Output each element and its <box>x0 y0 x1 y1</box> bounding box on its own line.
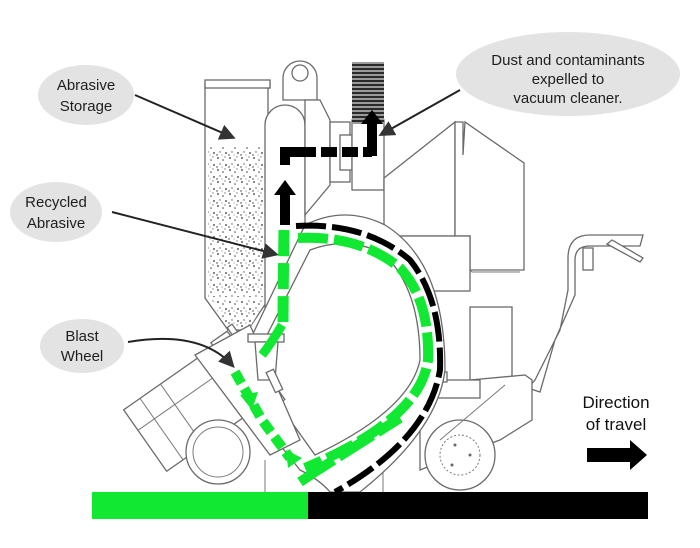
callout-pointer <box>134 94 236 140</box>
callout-text: Abrasive <box>57 77 115 94</box>
callout-text: Wheel <box>61 348 104 365</box>
green-flow-feed <box>258 322 286 358</box>
vacuum-hose <box>352 62 384 124</box>
throttle-cylinder <box>582 247 594 271</box>
right-body-wedge <box>383 120 456 237</box>
dust-flow <box>274 110 444 495</box>
callout-text: Recycled <box>25 194 87 211</box>
arrow-right-icon <box>587 440 647 470</box>
callout-abrasive-storage: Abrasive Storage <box>38 65 236 140</box>
wheel-bolt <box>450 463 454 467</box>
callout-bubble <box>456 32 680 116</box>
callout-pointer <box>378 89 461 136</box>
control-box <box>469 306 513 384</box>
handle-lever <box>605 239 644 263</box>
green-arrowhead <box>286 450 302 468</box>
blasted-surface <box>92 492 308 519</box>
feed-spout <box>265 368 284 394</box>
direction-of-travel: Direction of travel <box>582 393 650 470</box>
green-arrowhead <box>240 392 258 410</box>
recycled-abrasive-flow <box>230 229 434 487</box>
callout-pointer <box>111 211 279 259</box>
wheel-bolt <box>453 443 457 447</box>
black-arrow-up <box>361 110 383 124</box>
rear-wheel <box>424 419 496 491</box>
callout-text: Dust and contaminants <box>491 52 644 69</box>
green-flow-up <box>277 229 290 323</box>
green-corner-flow <box>297 413 403 487</box>
abrasive-grit <box>208 147 266 297</box>
upper-housing <box>304 99 331 217</box>
unblasted-surface <box>308 492 648 519</box>
callout-text: Abrasive <box>27 215 85 232</box>
callout-recycled-abrasive: Recycled Abrasive <box>10 182 279 259</box>
green-flow-arc <box>297 232 434 473</box>
wheel-bolt <box>468 453 472 457</box>
callout-bubble <box>10 182 102 242</box>
green-flow-down <box>230 369 295 461</box>
callout-blast-wheel: Blast Wheel <box>40 319 235 373</box>
lifting-eye-hole <box>291 64 309 82</box>
handle <box>526 234 644 393</box>
wheel-arm <box>439 384 506 441</box>
callout-bubble <box>40 319 124 373</box>
hopper-lid <box>204 79 271 89</box>
black-arrow-up <box>274 180 296 195</box>
rear-wheel-hub <box>439 434 481 476</box>
callout-text: vacuum cleaner. <box>513 90 622 107</box>
callout-dust: Dust and contaminants expelled to vacuum… <box>378 32 680 136</box>
callout-bubble <box>38 65 134 125</box>
direction-label: Direction <box>582 393 649 412</box>
black-flow-arc <box>295 222 444 495</box>
front-wheel <box>185 419 251 485</box>
front-wheel-inner <box>192 426 244 478</box>
direction-label: of travel <box>586 415 646 434</box>
callout-pointer <box>127 337 235 368</box>
black-flow-corner <box>280 147 300 165</box>
callout-text: Blast <box>65 328 99 345</box>
callout-text: Storage <box>60 98 113 115</box>
callout-text: expelled to <box>532 71 605 88</box>
hopper-funnel-grit <box>210 300 266 327</box>
